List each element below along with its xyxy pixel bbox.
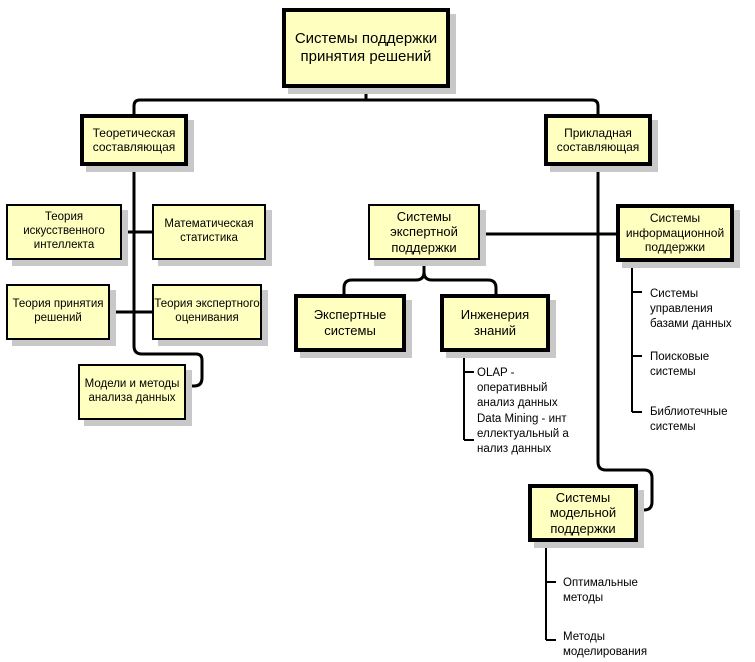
- expert-support-node: Системы экспертной поддержки: [368, 204, 480, 260]
- connector-info-items: [631, 262, 642, 413]
- applied-node: Прикладная составляющая: [544, 114, 652, 166]
- info-item-search: Поисковые системы: [650, 351, 710, 378]
- connector-knowledge-notes: [463, 352, 474, 441]
- expert-systems-label: Экспертные системы: [313, 307, 387, 338]
- note-data-mining: Data Mining - интеллектуальный анализ да…: [477, 413, 569, 455]
- theory-item-data-analysis: Модели и методы анализа данных: [78, 364, 186, 420]
- info-item-library: Библиотечные системы: [650, 406, 728, 433]
- info-support-label: Системы информационной поддержки: [625, 211, 725, 255]
- theory-item-ai: Теория искусственного интеллекта: [6, 204, 122, 260]
- root-label: Системы поддержки принятия решений: [294, 30, 438, 65]
- theoretical-label: Теоретическая составляющая: [92, 125, 176, 154]
- root-node: Системы поддержки принятия решений: [282, 8, 450, 88]
- knowledge-engineering-label: Инженерия знаний: [460, 307, 530, 338]
- model-item-simulation: Методы моделирования: [563, 631, 648, 658]
- model-support-node: Системы модельной поддержки: [528, 484, 638, 542]
- connector-model-items: [545, 548, 556, 641]
- theoretical-node: Теоретическая составляющая: [80, 114, 188, 166]
- expert-systems-node: Экспертные системы: [294, 294, 406, 352]
- model-item-optimal: Оптимальные методы: [563, 577, 638, 604]
- theory-item-expert-evaluation: Теория экспертного оценивания: [152, 284, 262, 340]
- connector-theory-trunk: [132, 166, 204, 388]
- theory-item-statistics-label: Математическая статистика: [164, 218, 254, 244]
- theory-item-statistics: Математическая статистика: [152, 204, 266, 260]
- applied-label: Прикладная составляющая: [556, 125, 640, 154]
- knowledge-engineering-node: Инженерия знаний: [440, 294, 550, 352]
- expert-support-label: Системы экспертной поддержки: [390, 208, 458, 255]
- note-olap: OLAP - оперативный анализ данных: [477, 367, 558, 409]
- connector-applied-trunk: [596, 166, 654, 512]
- model-support-label: Системы модельной поддержки: [549, 489, 617, 536]
- connector-root-branches: [132, 98, 600, 114]
- connector-expert-right: [422, 271, 498, 294]
- theory-item-decisions-label: Теория принятия решений: [12, 298, 104, 324]
- connector-expert-left: [342, 260, 426, 294]
- theory-item-decisions: Теория принятия решений: [6, 284, 110, 340]
- theory-item-ai-label: Теория искусственного интеллекта: [23, 211, 105, 251]
- theory-item-data-analysis-label: Модели и методы анализа данных: [84, 378, 180, 404]
- info-item-dbms: Системы управления базами данных: [650, 288, 732, 330]
- info-support-node: Системы информационной поддержки: [616, 204, 734, 262]
- theory-item-expert-evaluation-label: Теория экспертного оценивания: [154, 298, 260, 324]
